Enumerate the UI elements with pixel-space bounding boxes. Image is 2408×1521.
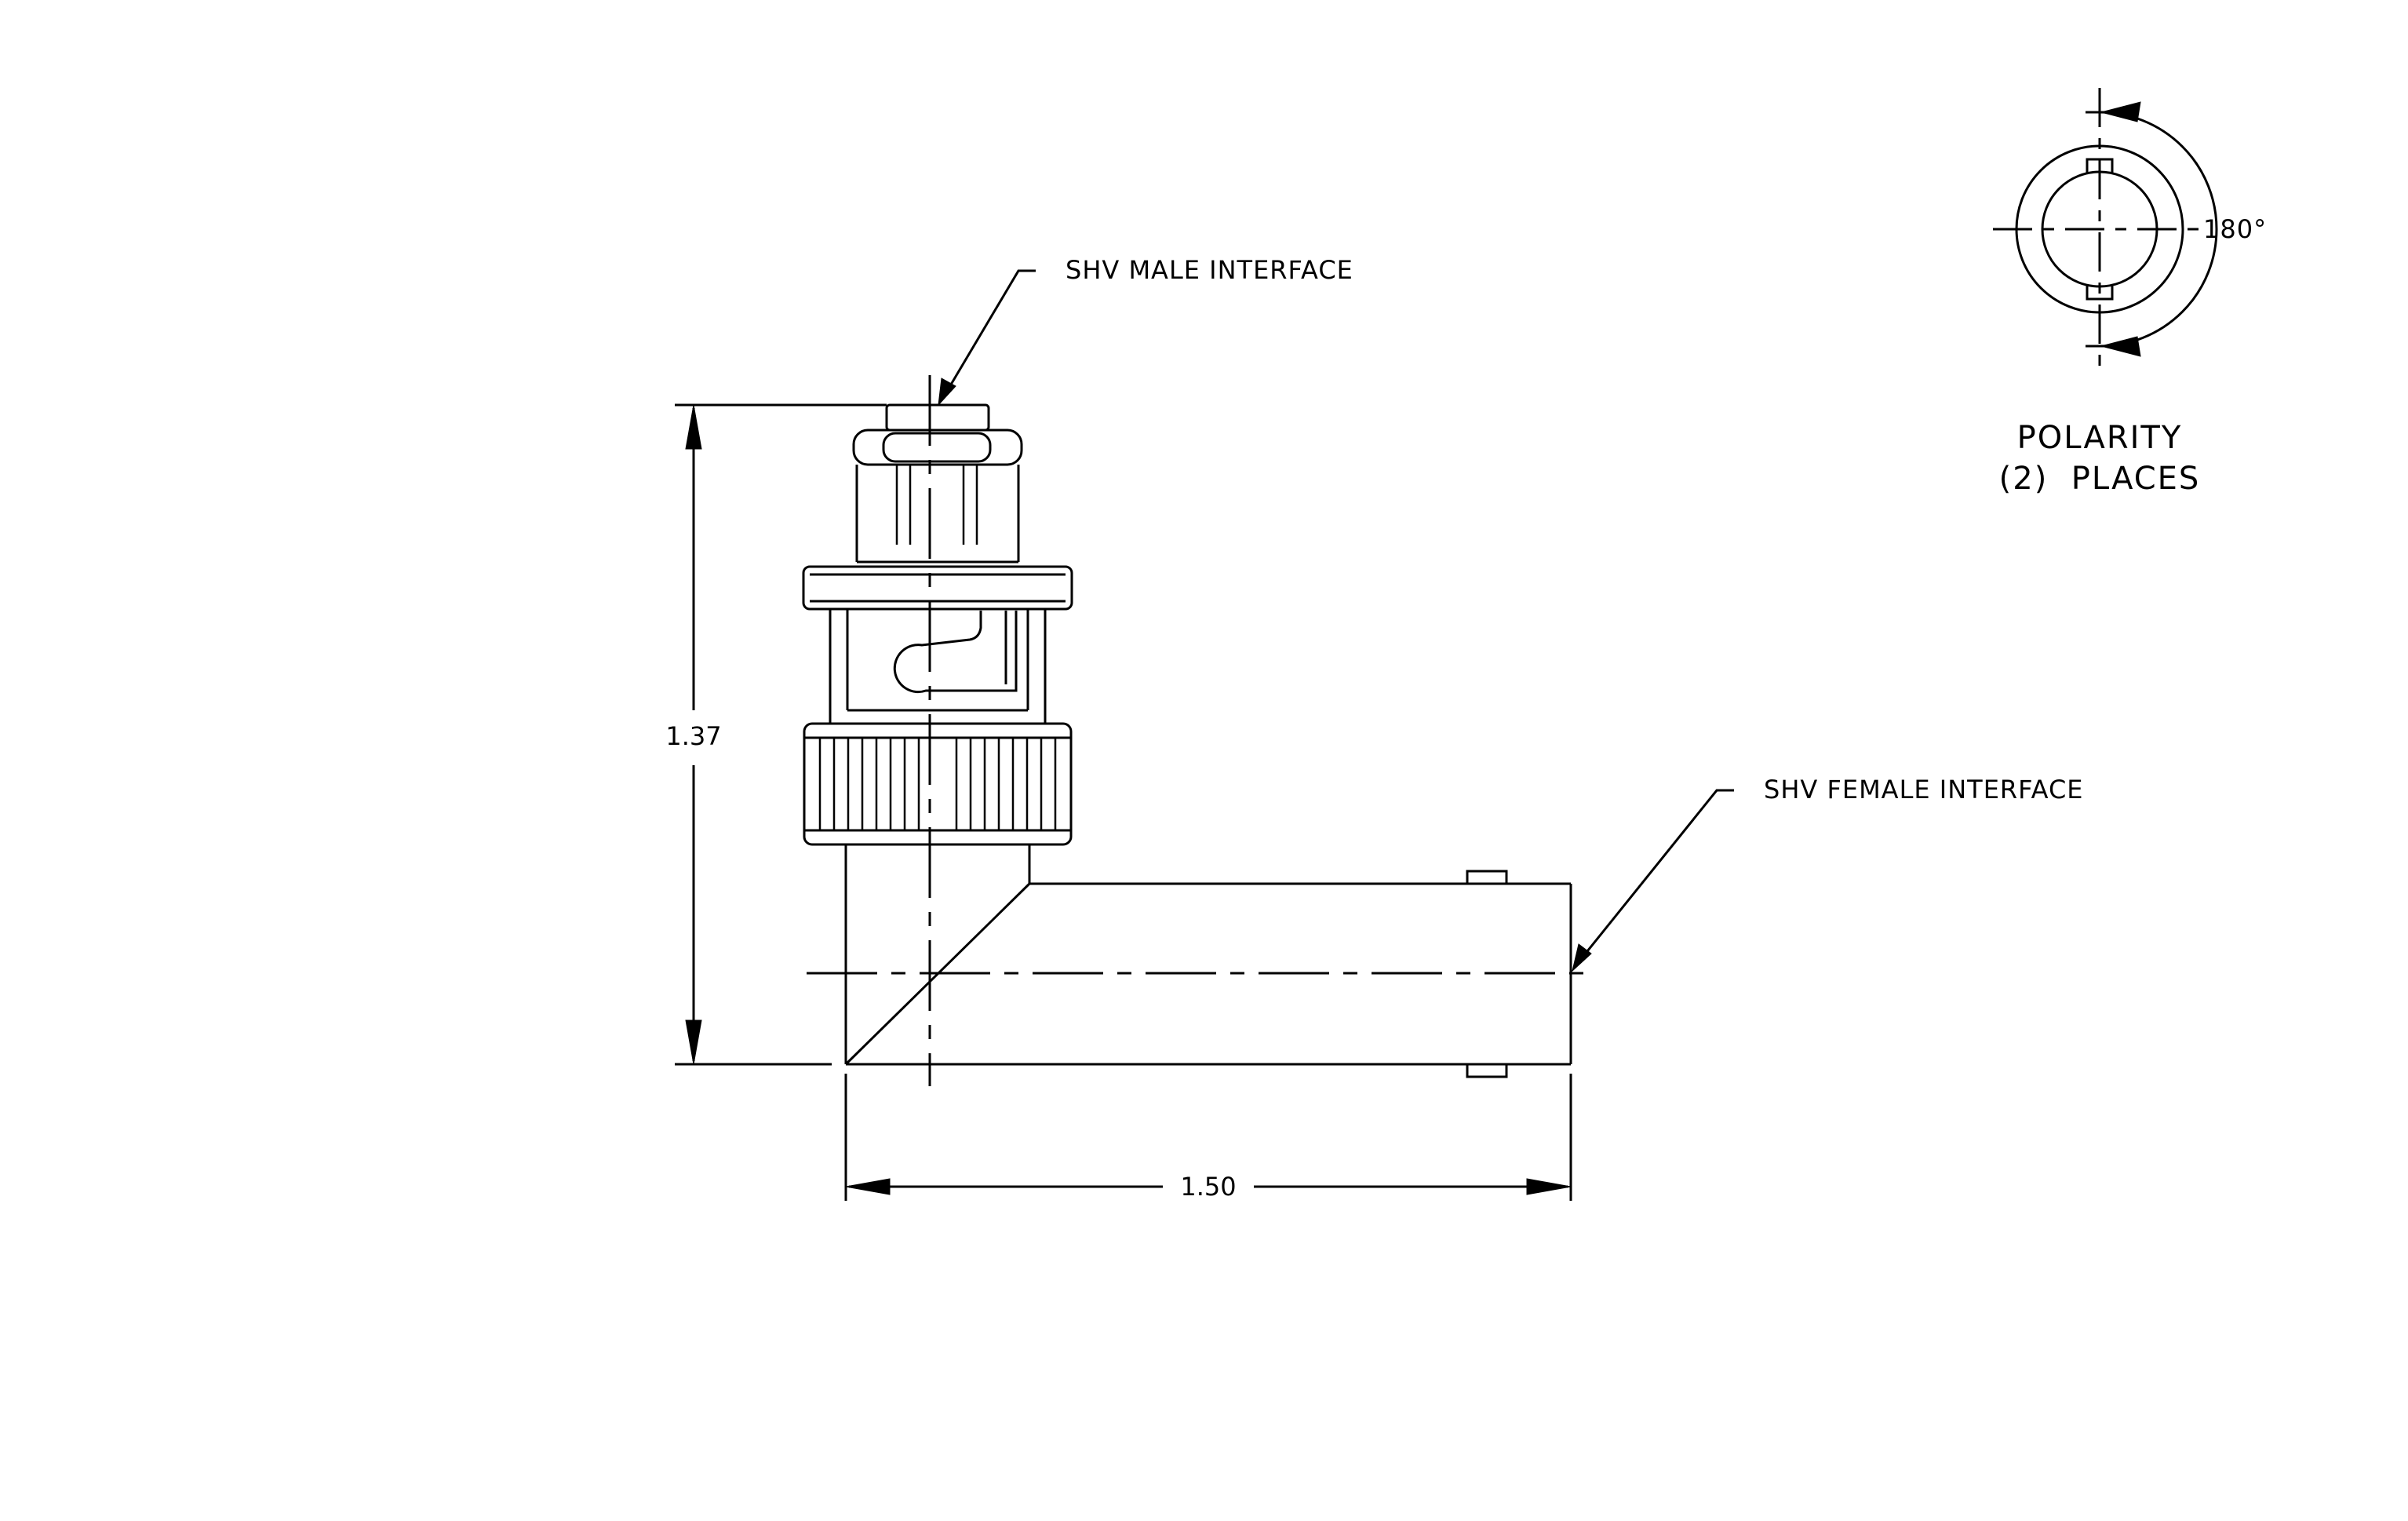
polarity-title: POLARITY <box>2017 420 2183 456</box>
width-dimension-value: 1.50 <box>1180 1172 1236 1202</box>
height-dimension: 1.37 <box>665 403 887 1066</box>
female-interface-label: SHV FEMALE INTERFACE <box>1764 775 2084 804</box>
knurl-lines <box>818 738 1057 830</box>
male-connector <box>802 403 1073 846</box>
female-interface-callout: SHV FEMALE INTERFACE <box>1572 775 2084 972</box>
width-dimension: 1.50 <box>844 1074 1572 1202</box>
angle-label: 180° <box>2203 214 2267 244</box>
polarity-subtitle: (2) PLACES <box>1999 461 2201 497</box>
male-interface-callout: SHV MALE INTERFACE <box>938 255 1353 407</box>
male-interface-label: SHV MALE INTERFACE <box>1066 255 1353 285</box>
height-dimension-value: 1.37 <box>665 721 721 751</box>
right-angle-body <box>844 844 1572 1078</box>
polarity-detail: 180° POLARITY (2) PLACES <box>1993 88 2267 497</box>
